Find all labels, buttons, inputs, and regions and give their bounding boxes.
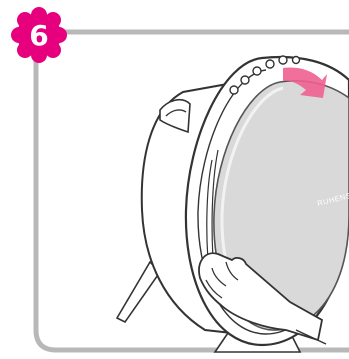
control-button	[230, 86, 238, 94]
control-button	[241, 76, 249, 84]
step-badge-icon: 6	[11, 7, 67, 63]
control-button	[266, 60, 274, 68]
control-button	[293, 57, 300, 64]
step-number: 6	[11, 7, 67, 63]
control-button	[279, 56, 287, 64]
control-button	[253, 67, 261, 75]
